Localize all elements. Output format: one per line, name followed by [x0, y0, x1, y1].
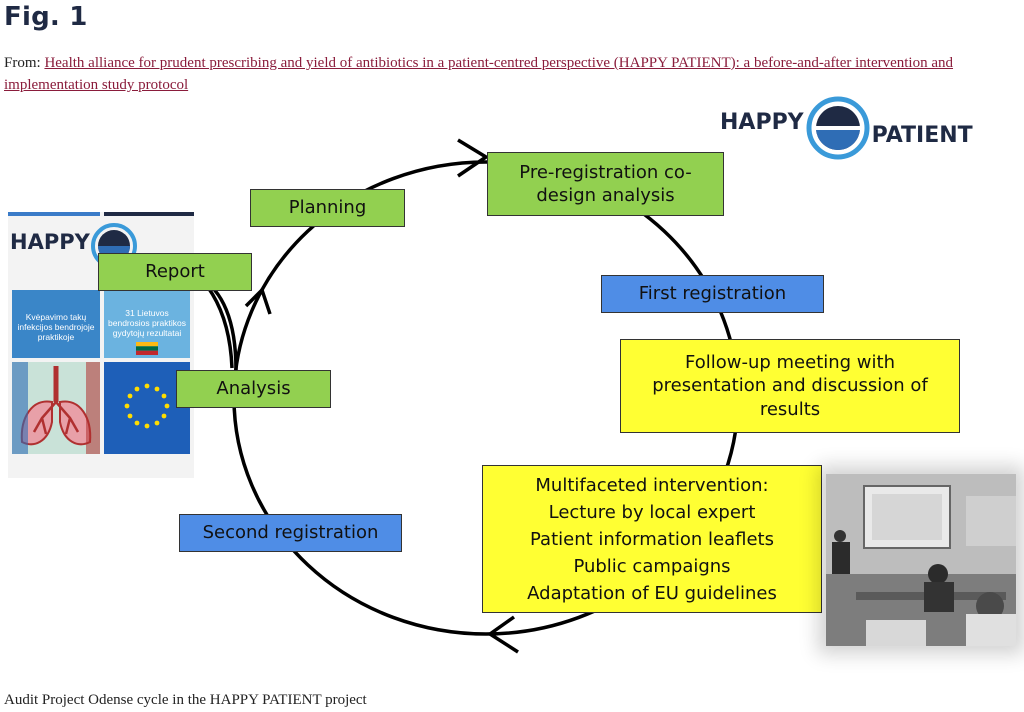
- poster-tile-left: Kvėpavimo takų infekcijos bendrojoje pra…: [12, 290, 100, 358]
- first-registration-label: First registration: [638, 283, 787, 305]
- intervention-title: Multifaceted intervention:: [535, 474, 769, 496]
- second-registration-box: Second registration: [179, 514, 402, 552]
- lecture-photo-image: [826, 474, 1016, 646]
- report-label: Report: [145, 261, 205, 283]
- pre-registration-box: Pre-registration co-design analysis: [487, 152, 724, 216]
- poster-tile-right-text: 31 Lietuvos bendrosios praktikos gydytoj…: [108, 308, 186, 339]
- lungs-illustration: [12, 362, 100, 454]
- figure-caption: Audit Project Odense cycle in the HAPPY …: [4, 692, 367, 708]
- first-registration-box: First registration: [601, 275, 824, 313]
- follow-up-box: Follow-up meeting with presentation and …: [620, 339, 960, 433]
- eu-stars-icon: [124, 383, 170, 429]
- arrowhead-top: [457, 138, 488, 178]
- poster-bar: [8, 212, 100, 216]
- intervention-item: Lecture by local expert: [548, 501, 756, 523]
- intervention-box: Multifaceted intervention: Lecture by lo…: [482, 465, 822, 613]
- logo-word-happy: HAPPY: [720, 109, 804, 135]
- logo-word-patient: PATIENT: [871, 122, 973, 148]
- poster-tile-right: 31 Lietuvos bendrosios praktikos gydytoj…: [104, 290, 190, 358]
- report-box: Report: [98, 253, 252, 291]
- planning-box: Planning: [250, 189, 405, 227]
- second-registration-label: Second registration: [202, 522, 379, 544]
- follow-up-label: Follow-up meeting with presentation and …: [652, 351, 928, 420]
- intervention-item: Adaptation of EU guidelines: [527, 582, 777, 604]
- source-line: From: Health alliance for prudent prescr…: [4, 52, 1014, 96]
- analysis-box: Analysis: [176, 370, 331, 408]
- intervention-item: Public campaigns: [573, 555, 731, 577]
- analysis-label: Analysis: [216, 378, 291, 400]
- poster-bar: [104, 212, 194, 216]
- poster-title: HAPPY: [10, 230, 90, 254]
- report-poster: HAPPY Kvėpavimo takų infekcijos bendrojo…: [8, 212, 194, 478]
- from-prefix: From:: [4, 55, 45, 71]
- lecture-photo: [826, 474, 1016, 646]
- arrowhead-left: [244, 288, 272, 315]
- eu-flag: [104, 362, 190, 454]
- logo-circle-icon: [806, 96, 870, 160]
- happy-patient-logo: HAPPY PATIENT: [720, 96, 973, 160]
- pre-registration-label: Pre-registration co-design analysis: [519, 161, 692, 206]
- lithuania-flag-icon: [136, 341, 158, 355]
- poster-tile-left-text: Kvėpavimo takų infekcijos bendrojoje pra…: [17, 312, 95, 343]
- planning-label: Planning: [288, 197, 367, 219]
- lungs-icon: [12, 362, 100, 454]
- article-link[interactable]: Health alliance for prudent prescribing …: [4, 55, 954, 93]
- intervention-item: Patient information leaflets: [530, 528, 774, 550]
- figure-label: Fig. 1: [4, 2, 88, 32]
- arrowhead-bottom: [488, 615, 519, 654]
